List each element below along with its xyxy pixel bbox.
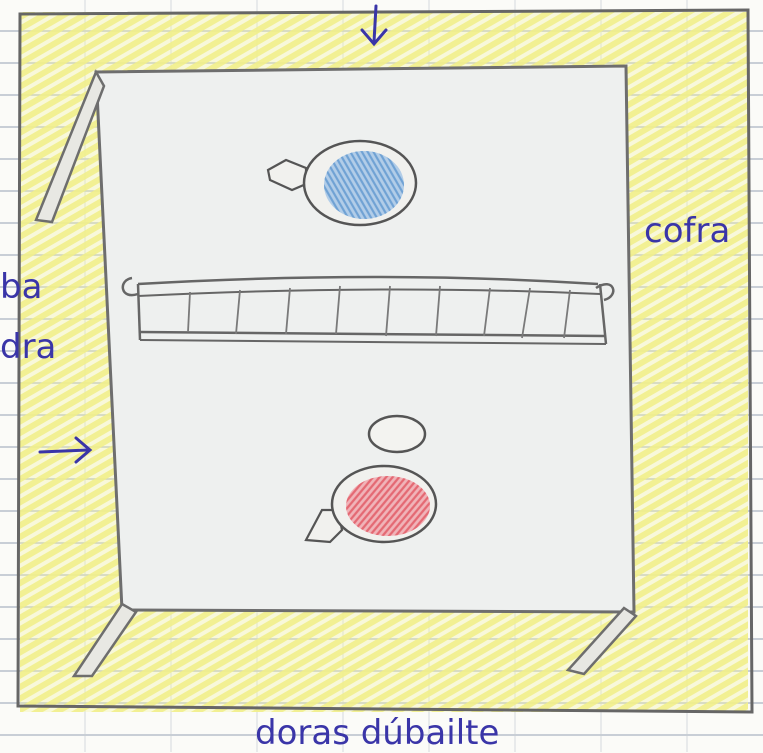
ball: [369, 416, 425, 452]
label-left-bottom: dra: [0, 330, 56, 364]
label-bottom: doras dúbailte: [255, 716, 499, 750]
label-left-top: ba: [0, 270, 42, 304]
label-right: cofra: [644, 214, 730, 248]
